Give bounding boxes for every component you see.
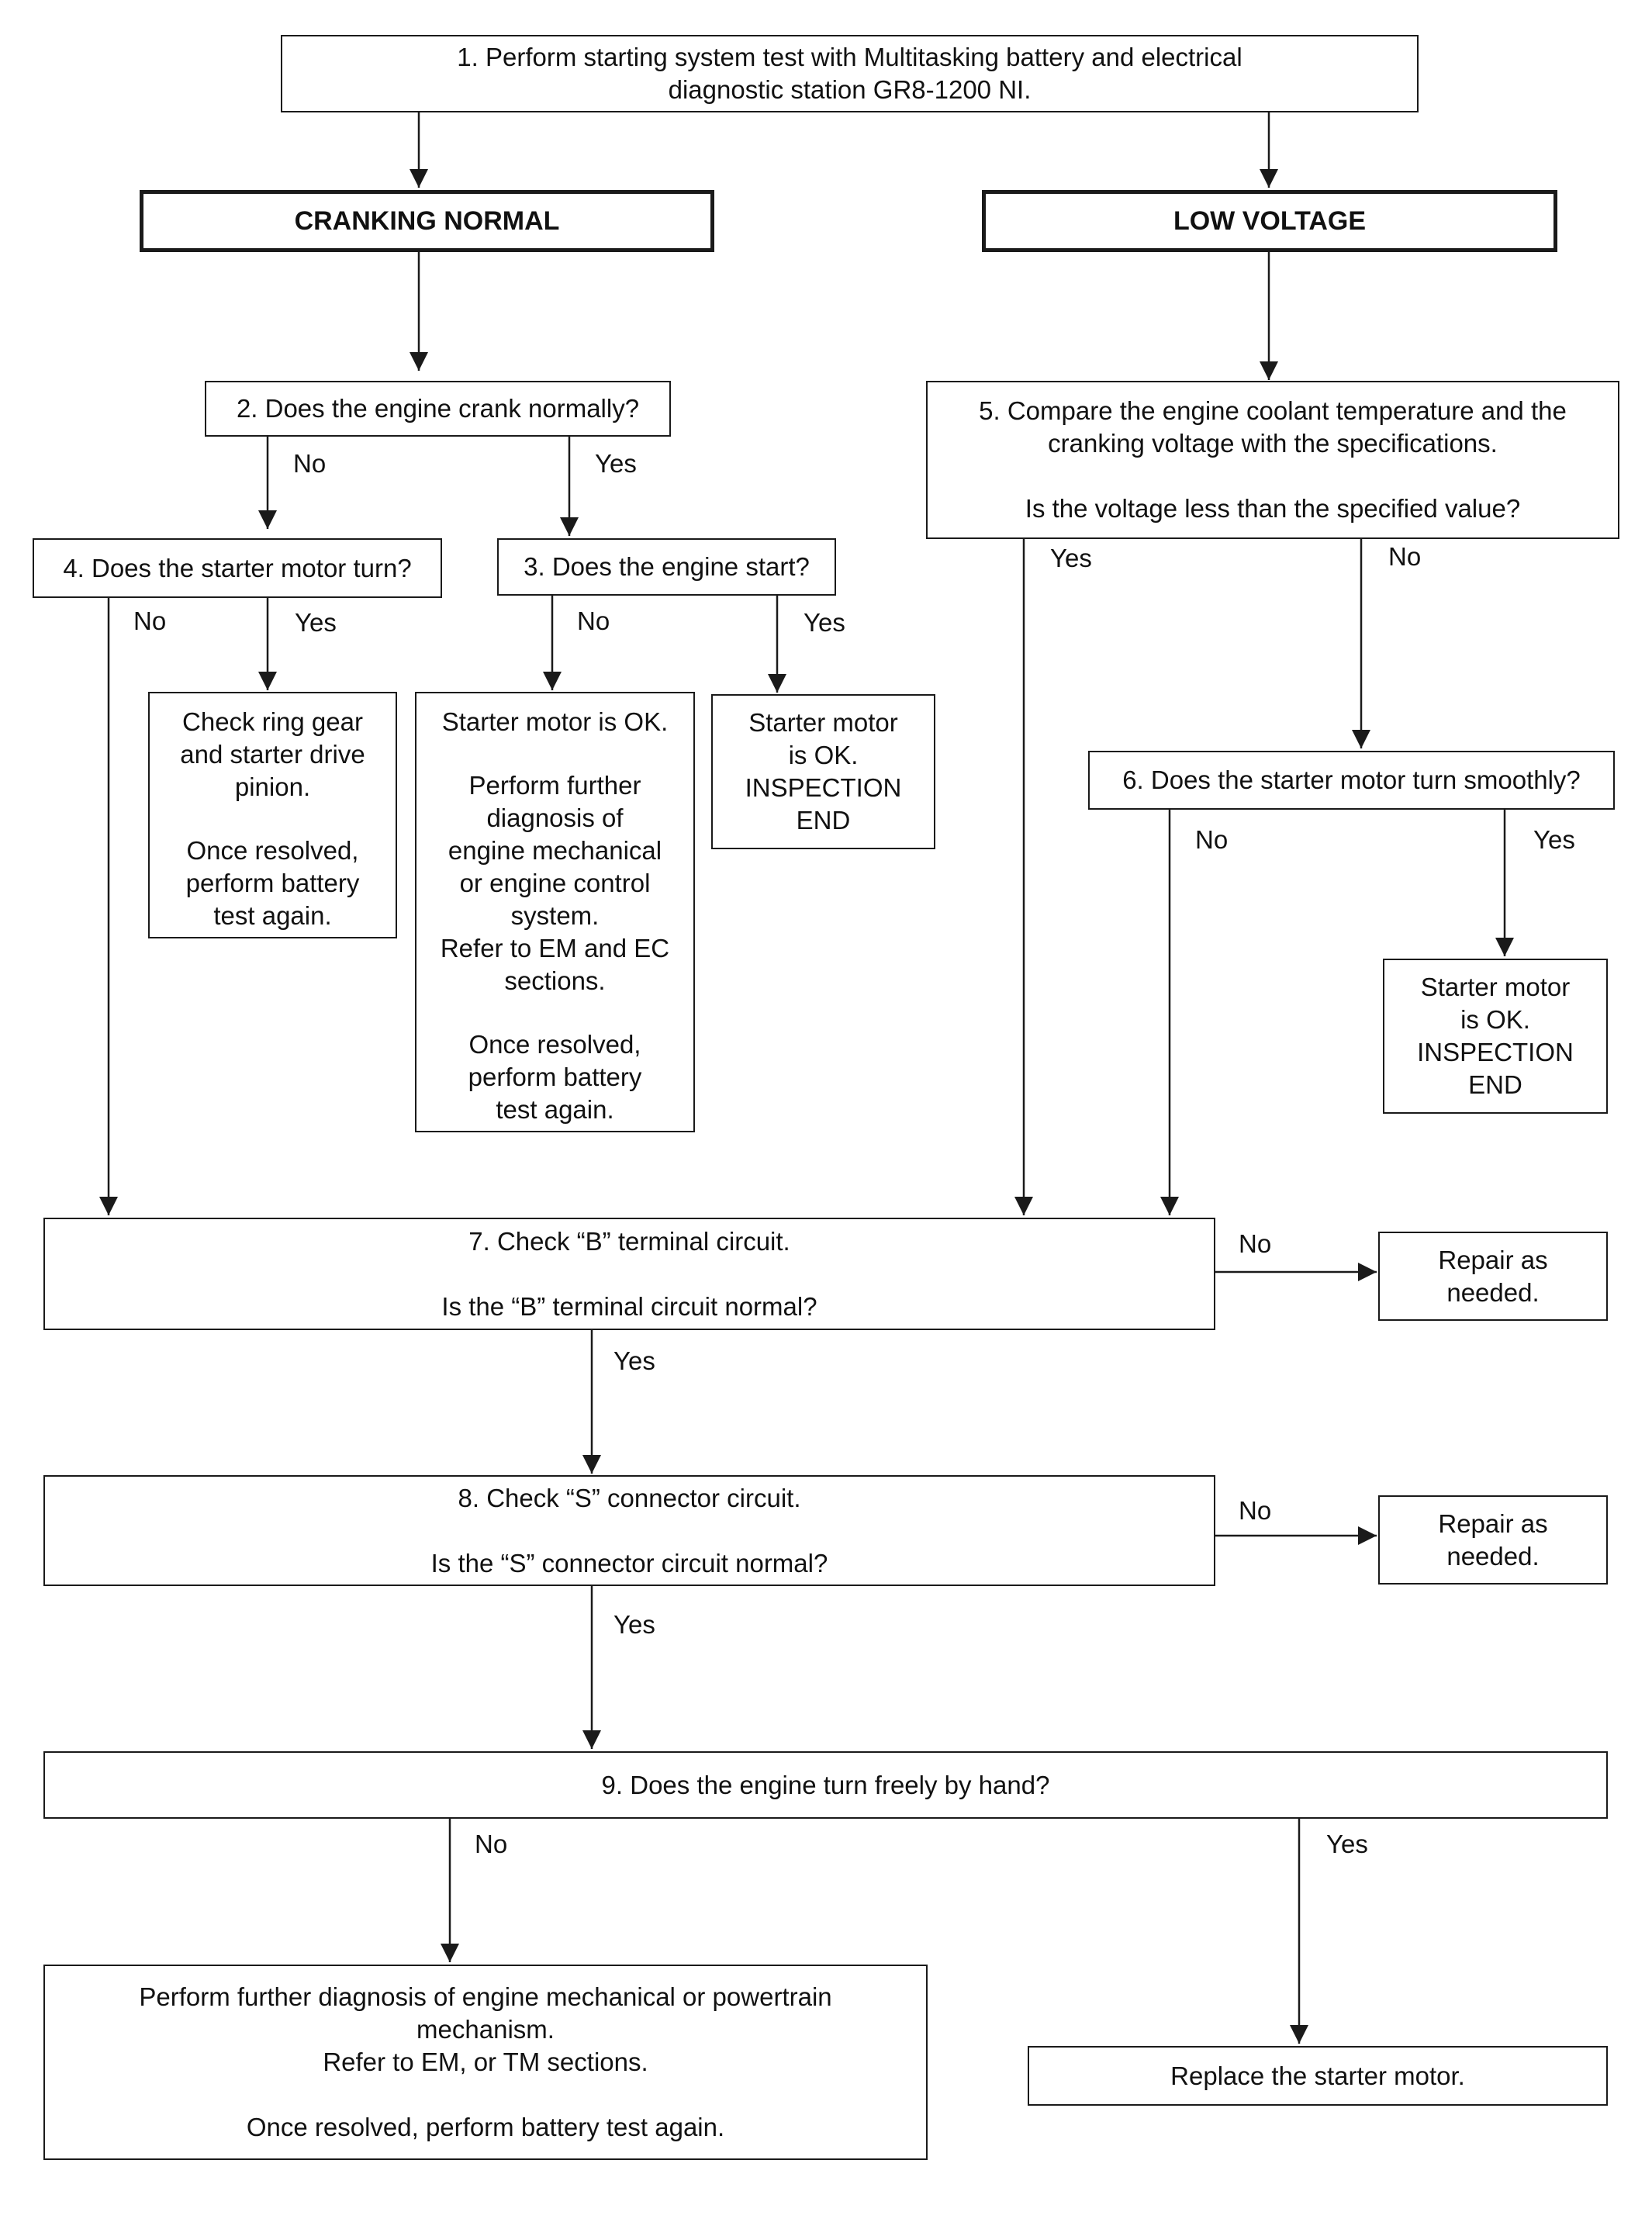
- label-s8-no: No: [1239, 1496, 1272, 1525]
- label-s9-yes: Yes: [1326, 1830, 1368, 1858]
- further-line-7: Refer to EM and EC: [440, 934, 670, 962]
- ring-gear-line-1: Check ring gear: [182, 707, 363, 736]
- step-6-text: 6. Does the starter motor turn smoothly?: [1122, 765, 1581, 794]
- powertrain-line-3: Refer to EM, or TM sections.: [323, 2048, 648, 2076]
- label-s7-no: No: [1239, 1229, 1272, 1258]
- end-b-line-3: INSPECTION: [1417, 1038, 1574, 1066]
- starter-ok-further-diagnosis-box: Starter motor is OK. Perform further dia…: [415, 692, 695, 1132]
- further-line-9: Once resolved,: [468, 1030, 641, 1059]
- ring-gear-line-3: pinion.: [234, 772, 311, 801]
- step-6-box: 6. Does the starter motor turn smoothly?: [1088, 751, 1615, 810]
- end-a-line-3: INSPECTION: [745, 773, 902, 802]
- step-5-line-1: 5. Compare the engine coolant temperatur…: [979, 396, 1567, 425]
- end-a-line-1: Starter motor: [748, 708, 898, 737]
- starter-ok-end-box-a: Starter motor is OK. INSPECTION END: [711, 694, 935, 849]
- low-voltage-label: LOW VOLTAGE: [1173, 206, 1367, 236]
- label-s3-yes: Yes: [804, 608, 845, 637]
- ring-gear-line-2: and starter drive: [180, 740, 365, 769]
- powertrain-line-4: Once resolved, perform battery test agai…: [246, 2113, 725, 2141]
- label-s9-no: No: [475, 1830, 508, 1858]
- end-a-line-2: is OK.: [788, 741, 859, 769]
- label-s6-yes: Yes: [1533, 825, 1575, 854]
- end-b-line-4: END: [1468, 1070, 1522, 1099]
- label-s7-yes: Yes: [613, 1346, 655, 1375]
- label-s4-yes: Yes: [295, 608, 337, 637]
- cranking-normal-header: CRANKING NORMAL: [140, 190, 714, 252]
- replace-starter-box: Replace the starter motor.: [1028, 2046, 1608, 2106]
- powertrain-line-2: mechanism.: [416, 2015, 555, 2044]
- step-9-text: 9. Does the engine turn freely by hand?: [601, 1770, 1050, 1799]
- end-a-line-4: END: [796, 806, 851, 835]
- step-3-text: 3. Does the engine start?: [524, 552, 810, 581]
- starter-ok-end-box-b: Starter motor is OK. INSPECTION END: [1383, 959, 1608, 1114]
- step-8-line-1: 8. Check “S” connector circuit.: [458, 1483, 801, 1512]
- repair-s-line-2: needed.: [1446, 1541, 1540, 1571]
- label-s5-no: No: [1388, 542, 1422, 571]
- step-8-line-2: Is the “S” connector circuit normal?: [430, 1548, 828, 1578]
- ring-gear-line-4: Once resolved,: [186, 836, 359, 865]
- further-line-3: diagnosis of: [486, 804, 624, 832]
- powertrain-line-1: Perform further diagnosis of engine mech…: [139, 1982, 832, 2011]
- further-line-1: Starter motor is OK.: [441, 707, 669, 736]
- replace-starter-text: Replace the starter motor.: [1170, 2061, 1465, 2090]
- label-s2-no: No: [293, 449, 327, 478]
- repair-s-box: Repair as needed.: [1378, 1495, 1608, 1585]
- powertrain-diagnosis-box: Perform further diagnosis of engine mech…: [43, 1965, 928, 2160]
- step-5-line-3: Is the voltage less than the specified v…: [1025, 494, 1521, 523]
- further-line-10: perform battery: [468, 1063, 642, 1091]
- step-7-box: 7. Check “B” terminal circuit. Is the “B…: [43, 1218, 1215, 1330]
- label-s5-yes: Yes: [1050, 544, 1092, 572]
- low-voltage-header: LOW VOLTAGE: [982, 190, 1557, 252]
- ring-gear-line-6: test again.: [213, 901, 332, 930]
- step-2-box: 2. Does the engine crank normally?: [205, 381, 671, 437]
- further-line-8: sections.: [504, 966, 606, 995]
- further-line-2: Perform further: [468, 771, 641, 800]
- check-ring-gear-box: Check ring gear and starter drive pinion…: [148, 692, 397, 938]
- step-1-box: 1. Perform starting system test with Mul…: [281, 35, 1419, 112]
- end-b-line-2: is OK.: [1460, 1005, 1530, 1034]
- step-5-line-2: cranking voltage with the specifications…: [1048, 429, 1498, 458]
- label-s4-no: No: [133, 607, 167, 635]
- step-8-box: 8. Check “S” connector circuit. Is the “…: [43, 1475, 1215, 1586]
- step-7-line-1: 7. Check “B” terminal circuit.: [468, 1226, 790, 1256]
- step-5-box: 5. Compare the engine coolant temperatur…: [926, 381, 1619, 539]
- step-4-box: 4. Does the starter motor turn?: [33, 538, 442, 598]
- end-b-line-1: Starter motor: [1420, 973, 1571, 1001]
- cranking-normal-label: CRANKING NORMAL: [294, 206, 560, 236]
- further-line-4: engine mechanical: [448, 836, 662, 865]
- step-3-box: 3. Does the engine start?: [497, 538, 836, 596]
- step-9-box: 9. Does the engine turn freely by hand?: [43, 1751, 1608, 1819]
- further-line-5: or engine control: [459, 869, 651, 897]
- label-s8-yes: Yes: [613, 1610, 655, 1639]
- step-1-line-1: 1. Perform starting system test with Mul…: [457, 43, 1242, 71]
- repair-b-line-2: needed.: [1446, 1277, 1540, 1307]
- step-7-line-2: Is the “B” terminal circuit normal?: [441, 1291, 817, 1321]
- repair-b-box: Repair as needed.: [1378, 1232, 1608, 1321]
- repair-s-line-1: Repair as: [1438, 1509, 1548, 1538]
- label-s3-no: No: [577, 607, 610, 635]
- label-s2-yes: Yes: [595, 449, 637, 478]
- label-s6-no: No: [1195, 825, 1229, 854]
- step-2-text: 2. Does the engine crank normally?: [236, 394, 640, 423]
- step-1-line-2: diagnostic station GR8-1200 NI.: [668, 75, 1032, 104]
- further-line-11: test again.: [496, 1095, 614, 1124]
- ring-gear-line-5: perform battery: [185, 869, 360, 897]
- repair-b-line-1: Repair as: [1438, 1245, 1548, 1274]
- step-4-text: 4. Does the starter motor turn?: [63, 553, 412, 582]
- further-line-6: system.: [510, 901, 600, 930]
